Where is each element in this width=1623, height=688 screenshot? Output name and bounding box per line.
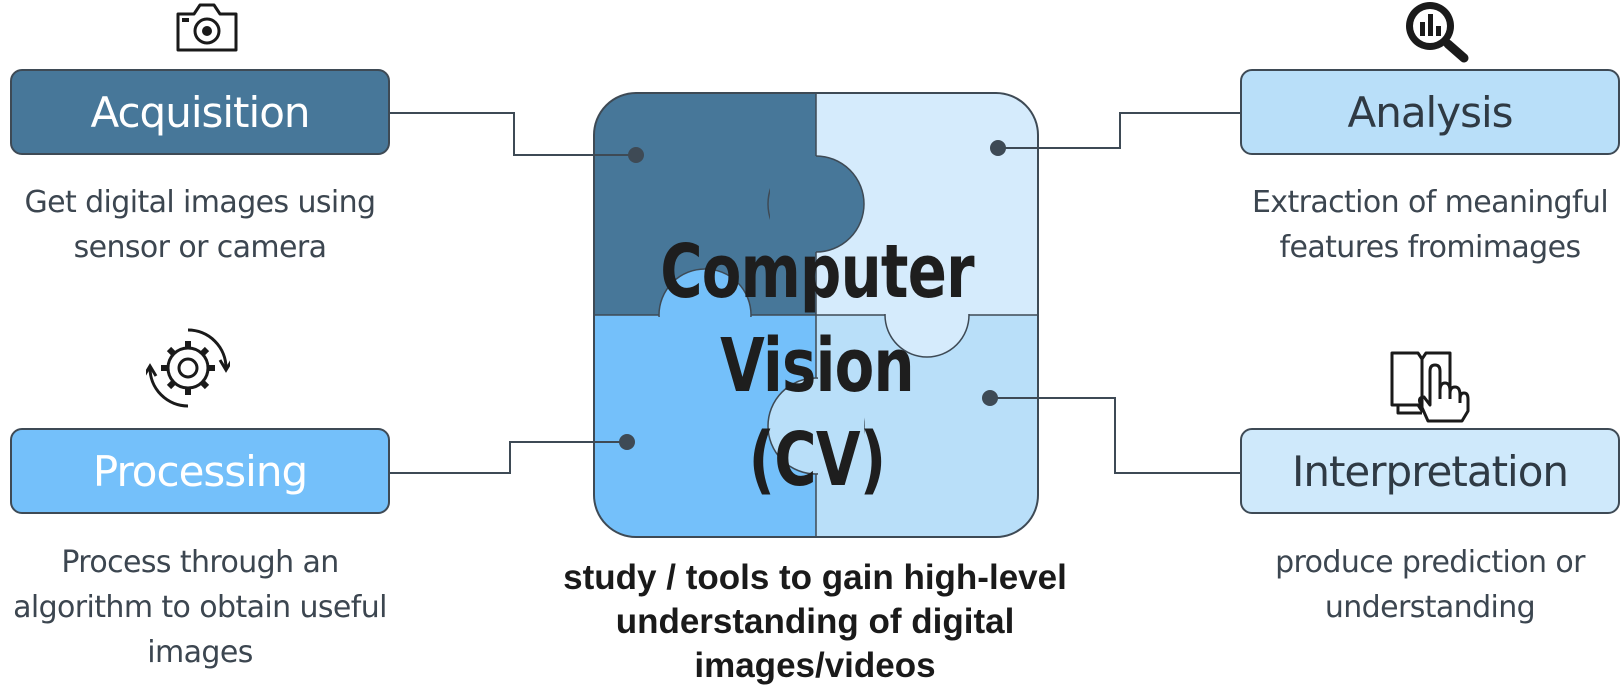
camera-icon <box>176 3 238 52</box>
gear-cycle-icon <box>146 328 230 408</box>
book-hand-icon <box>1390 351 1470 423</box>
processing-description: Process through an algorithm to obtain u… <box>13 545 387 670</box>
interpretation-description: produce prediction or understanding <box>1275 545 1585 625</box>
connector-acquisition <box>390 112 636 156</box>
center-caption: study / tools to gain high-level underst… <box>563 558 1067 685</box>
interpretation-label: Interpretation <box>1291 446 1569 496</box>
connector-dot <box>619 434 635 450</box>
acquisition-label: Acquisition <box>90 87 310 137</box>
puzzle-outline <box>593 92 1039 538</box>
interpretation-box: Interpretation <box>1240 428 1620 514</box>
center-title-line1: Computer <box>660 229 974 315</box>
magnifier-chart-icon <box>1406 2 1469 63</box>
connector-analysis <box>998 112 1240 149</box>
processing-box: Processing <box>10 428 390 514</box>
connector-dot <box>982 390 998 406</box>
center-title-line2: Vision (CV) <box>720 323 914 503</box>
connector-interpretation <box>990 397 1240 474</box>
connector-dot <box>990 140 1006 156</box>
analysis-box: Analysis <box>1240 69 1620 155</box>
analysis-label: Analysis <box>1347 87 1513 137</box>
connector-processing <box>390 441 627 474</box>
analysis-description: Extraction of meaningful features fromim… <box>1251 185 1609 265</box>
center-title: Computer Vision (CV) <box>643 225 991 507</box>
acquisition-description: Get digital images using sensor or camer… <box>24 185 376 265</box>
processing-label: Processing <box>92 446 308 496</box>
acquisition-box: Acquisition <box>10 69 390 155</box>
connector-dot <box>628 147 644 163</box>
